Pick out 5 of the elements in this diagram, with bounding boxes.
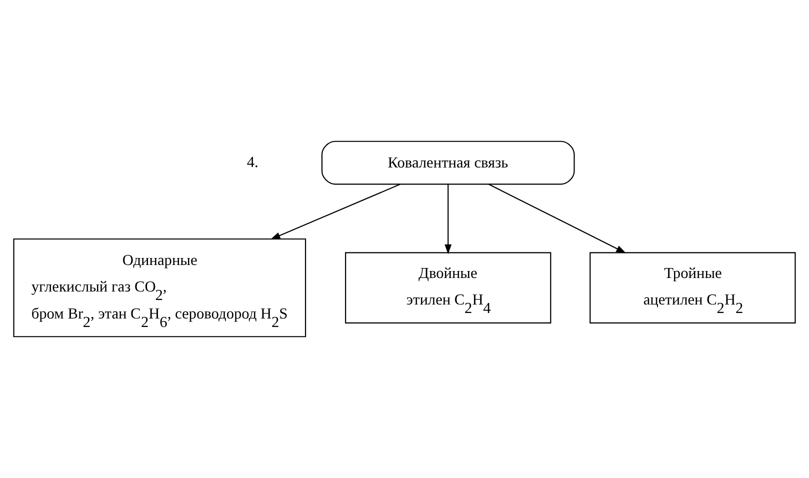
arrow (270, 184, 400, 240)
arrow (488, 184, 626, 254)
arrow (444, 184, 452, 254)
label: 4. (246, 154, 258, 171)
node-box: Ковалентная связь (321, 140, 575, 185)
